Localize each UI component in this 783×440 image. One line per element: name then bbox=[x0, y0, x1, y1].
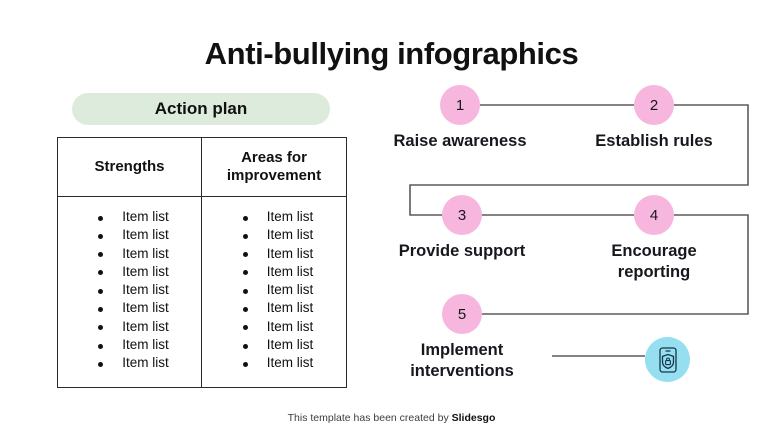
phone-shield-lock-icon bbox=[658, 346, 677, 373]
step-number-circle-5: 5 bbox=[442, 294, 482, 334]
list-item: Item list bbox=[235, 318, 313, 336]
list-item: Item list bbox=[235, 299, 313, 317]
footer-brand: Slidesgo bbox=[451, 412, 496, 424]
list-item: Item list bbox=[90, 354, 169, 372]
table-header-areas-for-improvement: Areas for improvement bbox=[226, 149, 322, 184]
list-item: Item list bbox=[90, 245, 169, 263]
list-item: Item list bbox=[235, 208, 313, 226]
action-plan-pill: Action plan bbox=[72, 93, 330, 125]
action-plan-table: Strengths Areas for improvement Item lis… bbox=[57, 137, 347, 388]
table-cell-strengths: Item list Item list Item list Item list … bbox=[58, 197, 202, 387]
action-plan-label: Action plan bbox=[154, 99, 248, 118]
table-cell-areas-for-improvement: Item list Item list Item list Item list … bbox=[202, 197, 346, 387]
flow-step-4[interactable]: 4 Encourage reporting bbox=[576, 195, 732, 284]
list-item: Item list bbox=[90, 226, 169, 244]
list-item: Item list bbox=[90, 299, 169, 317]
step-label-1: Raise awareness bbox=[393, 132, 527, 150]
process-flow-diagram: 1 Raise awareness 2 Establish rules 3 Pr… bbox=[393, 80, 783, 400]
page-title: Anti-bullying infographics bbox=[204, 36, 579, 71]
table-body-row: Item list Item list Item list Item list … bbox=[58, 197, 346, 387]
strengths-list: Item list Item list Item list Item list … bbox=[90, 208, 169, 373]
step-label-4: Encourage reporting bbox=[611, 242, 697, 282]
list-item: Item list bbox=[235, 245, 313, 263]
footer-credit-text: This template has been created by bbox=[287, 412, 452, 424]
list-item: Item list bbox=[90, 318, 169, 336]
list-item: Item list bbox=[90, 263, 169, 281]
step-label-3: Provide support bbox=[398, 242, 526, 260]
flow-step-5[interactable]: 5 Implement interventions bbox=[384, 294, 540, 383]
list-item: Item list bbox=[235, 226, 313, 244]
step-label-2: Establish rules bbox=[595, 132, 713, 150]
flow-step-2[interactable]: 2 Establish rules bbox=[576, 85, 732, 152]
list-item: Item list bbox=[235, 354, 313, 372]
table-header-strengths: Strengths bbox=[58, 138, 202, 196]
list-item: Item list bbox=[90, 208, 169, 226]
step-number-circle-1: 1 bbox=[440, 85, 480, 125]
footer-credit: This template has been created by Slides… bbox=[0, 412, 783, 424]
list-item: Item list bbox=[235, 263, 313, 281]
connector-4-to-5 bbox=[482, 214, 749, 315]
step-label-5: Implement interventions bbox=[410, 341, 514, 381]
list-item: Item list bbox=[90, 336, 169, 354]
connector-2-to-3 bbox=[409, 104, 749, 216]
phone-shield-lock-icon-badge bbox=[645, 337, 690, 382]
table-header-row: Strengths Areas for improvement bbox=[58, 138, 346, 197]
list-item: Item list bbox=[235, 336, 313, 354]
step-number-circle-3: 3 bbox=[442, 195, 482, 235]
areas-for-improvement-list: Item list Item list Item list Item list … bbox=[235, 208, 313, 373]
list-item: Item list bbox=[90, 281, 169, 299]
step-number-circle-2: 2 bbox=[634, 85, 674, 125]
flow-step-3[interactable]: 3 Provide support bbox=[384, 195, 540, 262]
flow-step-1[interactable]: 1 Raise awareness bbox=[382, 85, 538, 152]
step-number-circle-4: 4 bbox=[634, 195, 674, 235]
list-item: Item list bbox=[235, 281, 313, 299]
flow-connector-lines bbox=[409, 104, 749, 357]
